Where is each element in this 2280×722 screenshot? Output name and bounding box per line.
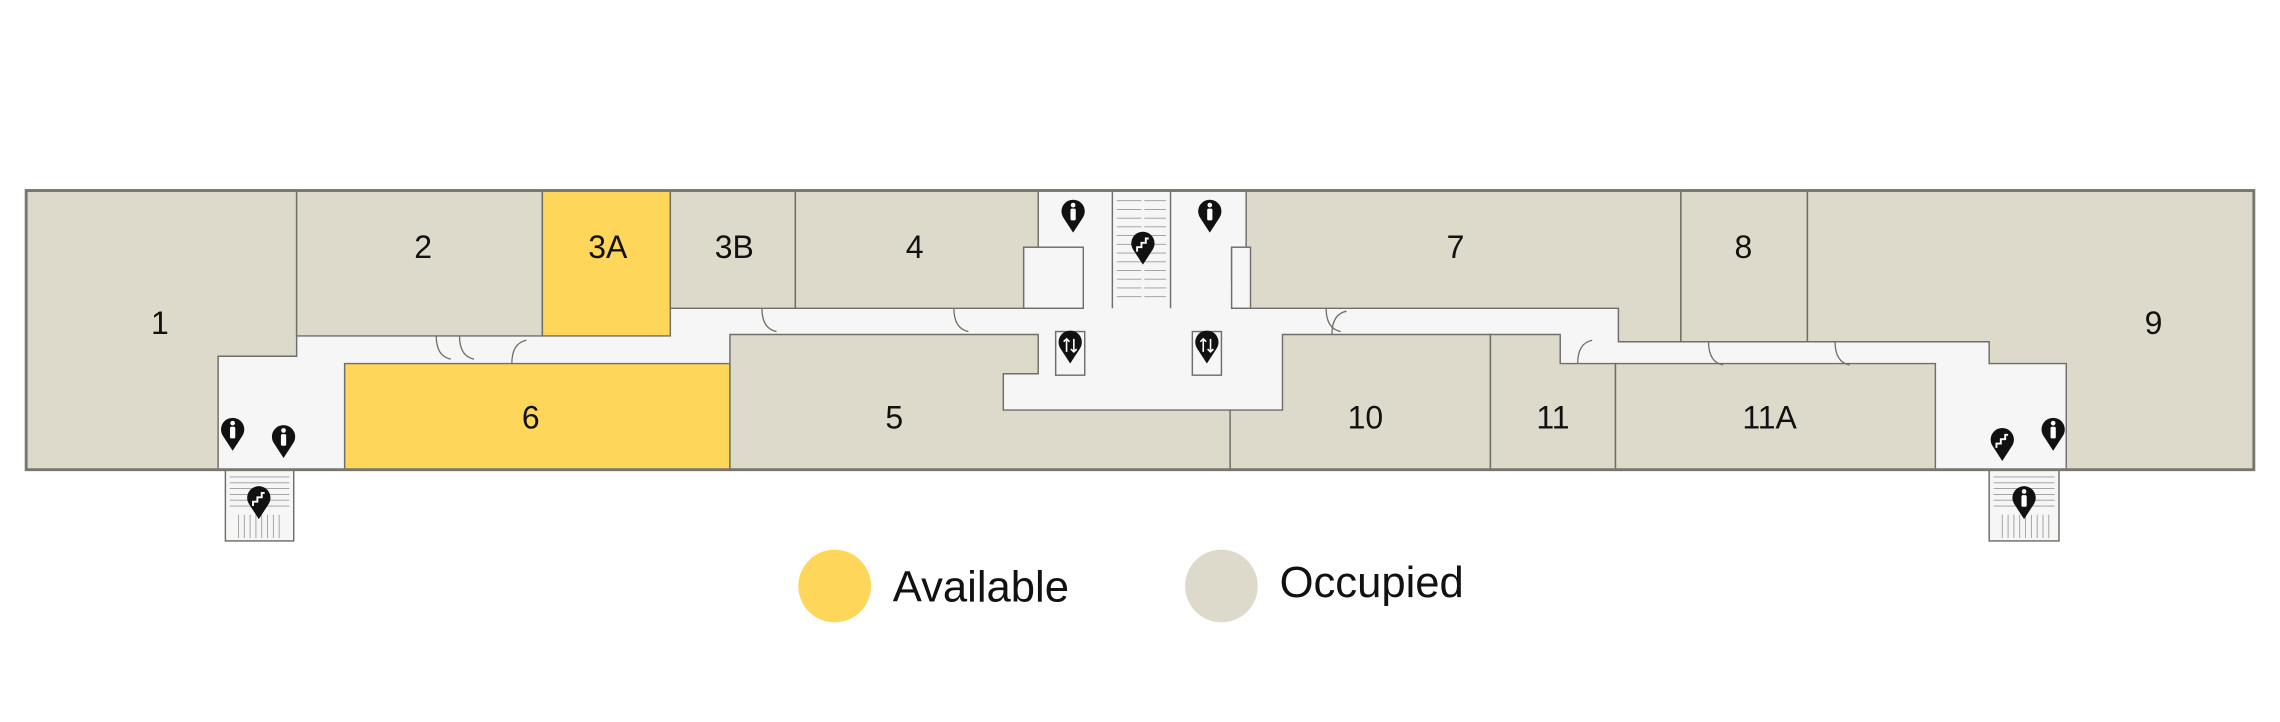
elevator-icon: [1058, 330, 1082, 364]
occupied-swatch: [1185, 549, 1258, 623]
door[interactable]: [511, 339, 527, 364]
room-label: 5: [885, 399, 903, 435]
map-icons: [221, 199, 2065, 520]
legend-label-available: Available: [893, 563, 1069, 611]
room-8[interactable]: 8: [1680, 189, 1809, 343]
door[interactable]: [435, 335, 451, 360]
door[interactable]: [1325, 308, 1341, 333]
legend: Available Occupied: [798, 549, 1464, 623]
restroom-icon: [271, 425, 296, 459]
room-label: 3A: [588, 229, 628, 265]
legend-item-occupied: Occupied: [1185, 549, 1464, 623]
room-label: 10: [1348, 399, 1384, 435]
room-11a[interactable]: 11A: [1614, 362, 1937, 471]
restroom-icon: [2012, 486, 2036, 520]
room-label: 2: [414, 229, 432, 265]
elevator-icon: [1195, 330, 1219, 364]
restroom-icon: [2041, 417, 2065, 451]
room-label: 7: [1447, 229, 1465, 265]
door[interactable]: [1577, 339, 1593, 364]
room-4[interactable]: 4: [794, 189, 1039, 310]
door[interactable]: [953, 308, 969, 333]
legend-label-occupied: Occupied: [1280, 559, 1464, 607]
room-label: 6: [522, 399, 540, 435]
restroom-icon: [1061, 199, 1085, 233]
service-box: [1230, 246, 1252, 310]
room-3b[interactable]: 3B: [669, 189, 797, 310]
legend-item-available: Available: [798, 549, 1069, 623]
stairs-icon: [247, 486, 271, 520]
room-label: 11: [1536, 399, 1569, 435]
room-6[interactable]: 6: [343, 362, 731, 471]
room-10[interactable]: 10: [1229, 333, 1492, 471]
door[interactable]: [1707, 341, 1724, 366]
room-label: 9: [2145, 305, 2163, 341]
room-3a[interactable]: 3A: [541, 189, 672, 337]
available-swatch: [798, 549, 871, 623]
room-label: 3B: [715, 229, 754, 265]
room-8-area[interactable]: [1680, 189, 1809, 343]
door[interactable]: [1331, 310, 1347, 335]
door[interactable]: [1834, 341, 1850, 366]
building-outline: [24, 189, 2256, 472]
door[interactable]: [761, 308, 777, 333]
stairs-icon: [1131, 231, 1155, 265]
plan-details: [24, 189, 2256, 539]
room-2[interactable]: 2: [295, 189, 544, 337]
restroom-icon: [221, 417, 245, 451]
service-box: [1022, 246, 1085, 310]
room-label: 11A: [1742, 399, 1797, 435]
rooms: 1 2 3A 3B 4 7 8 9 6 5 10 11 11A: [25, 189, 2255, 471]
door[interactable]: [458, 335, 475, 360]
room-label: 1: [151, 305, 169, 341]
room-label: 8: [1735, 229, 1753, 265]
stairs-icon: [1990, 428, 2014, 461]
restroom-icon: [1198, 199, 1222, 233]
room-label: 4: [906, 229, 924, 265]
